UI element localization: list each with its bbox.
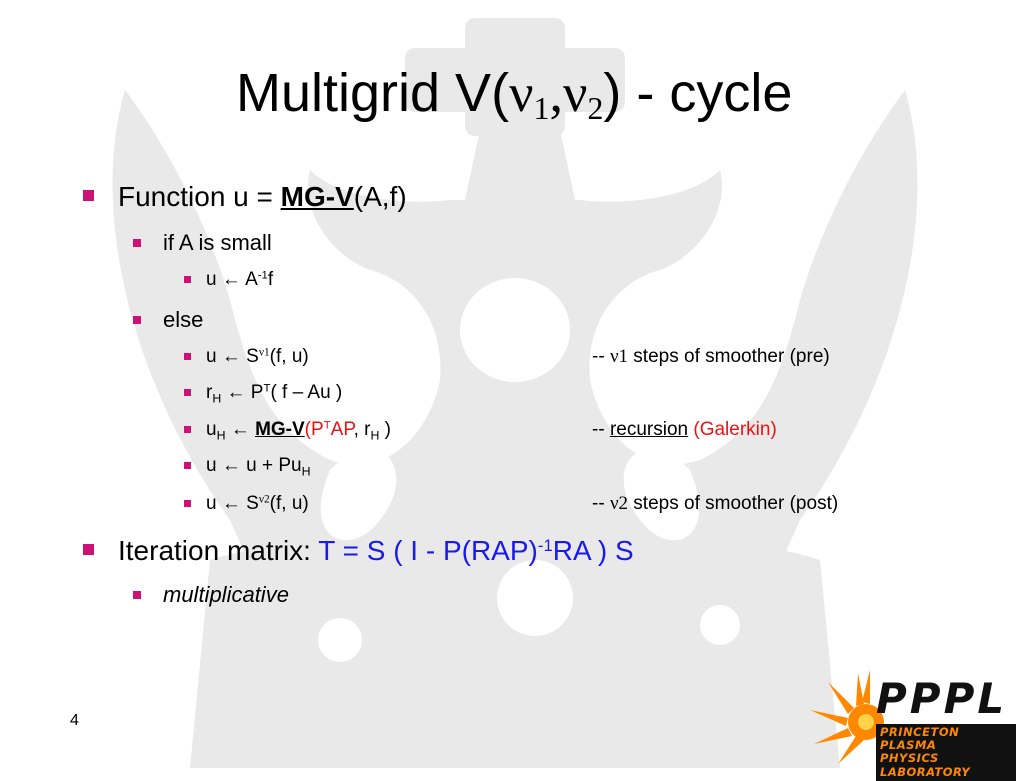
bullet-icon: [184, 500, 191, 507]
recursion-line: uH ← MG-V(PTAP, rH ): [206, 419, 391, 443]
pre-smooth-comment: -- ν1 steps of smoother (pre): [592, 346, 830, 367]
post-smooth-comment: -- ν2 steps of smoother (post): [592, 493, 839, 514]
recursion-comment: -- recursion (Galerkin): [592, 419, 777, 440]
bullet-icon: [133, 591, 141, 599]
pppl-logo: PPPL PRINCETON PLASMA PHYSICS LABORATORY: [876, 678, 1016, 781]
bullet-icon: [184, 462, 191, 469]
function-line: Function u = MG-V(A,f): [118, 181, 407, 212]
iteration-matrix-line: Iteration matrix: T = S ( I - P(RAP)-1RA…: [118, 535, 634, 566]
if-small-line: if A is small: [163, 230, 272, 255]
pre-smooth-line: u ← Sν1(f, u): [206, 346, 309, 367]
pppl-logo-icon: [810, 670, 884, 764]
bullet-icon: [184, 389, 191, 396]
residual-line: rH ← PT( f – Au ): [206, 382, 343, 406]
bullet-icon: [83, 190, 94, 201]
bullet-icon: [184, 426, 191, 433]
bullet-icon: [184, 276, 191, 283]
bullet-icon: [184, 353, 191, 360]
page-number: 4: [70, 712, 79, 729]
multiplicative-line: multiplicative: [163, 582, 289, 607]
slide-title: Multigrid V(ν1,ν2) - cycle: [236, 63, 793, 126]
correction-line: u ← u + PuH: [206, 455, 311, 479]
post-smooth-line: u ← Sν2(f, u): [206, 493, 309, 514]
bullet-icon: [133, 316, 141, 324]
bullet-icon: [133, 239, 141, 247]
else-line: else: [163, 307, 204, 332]
bullet-icon: [83, 544, 94, 555]
direct-solve-line: u ← A-1f: [206, 269, 274, 290]
